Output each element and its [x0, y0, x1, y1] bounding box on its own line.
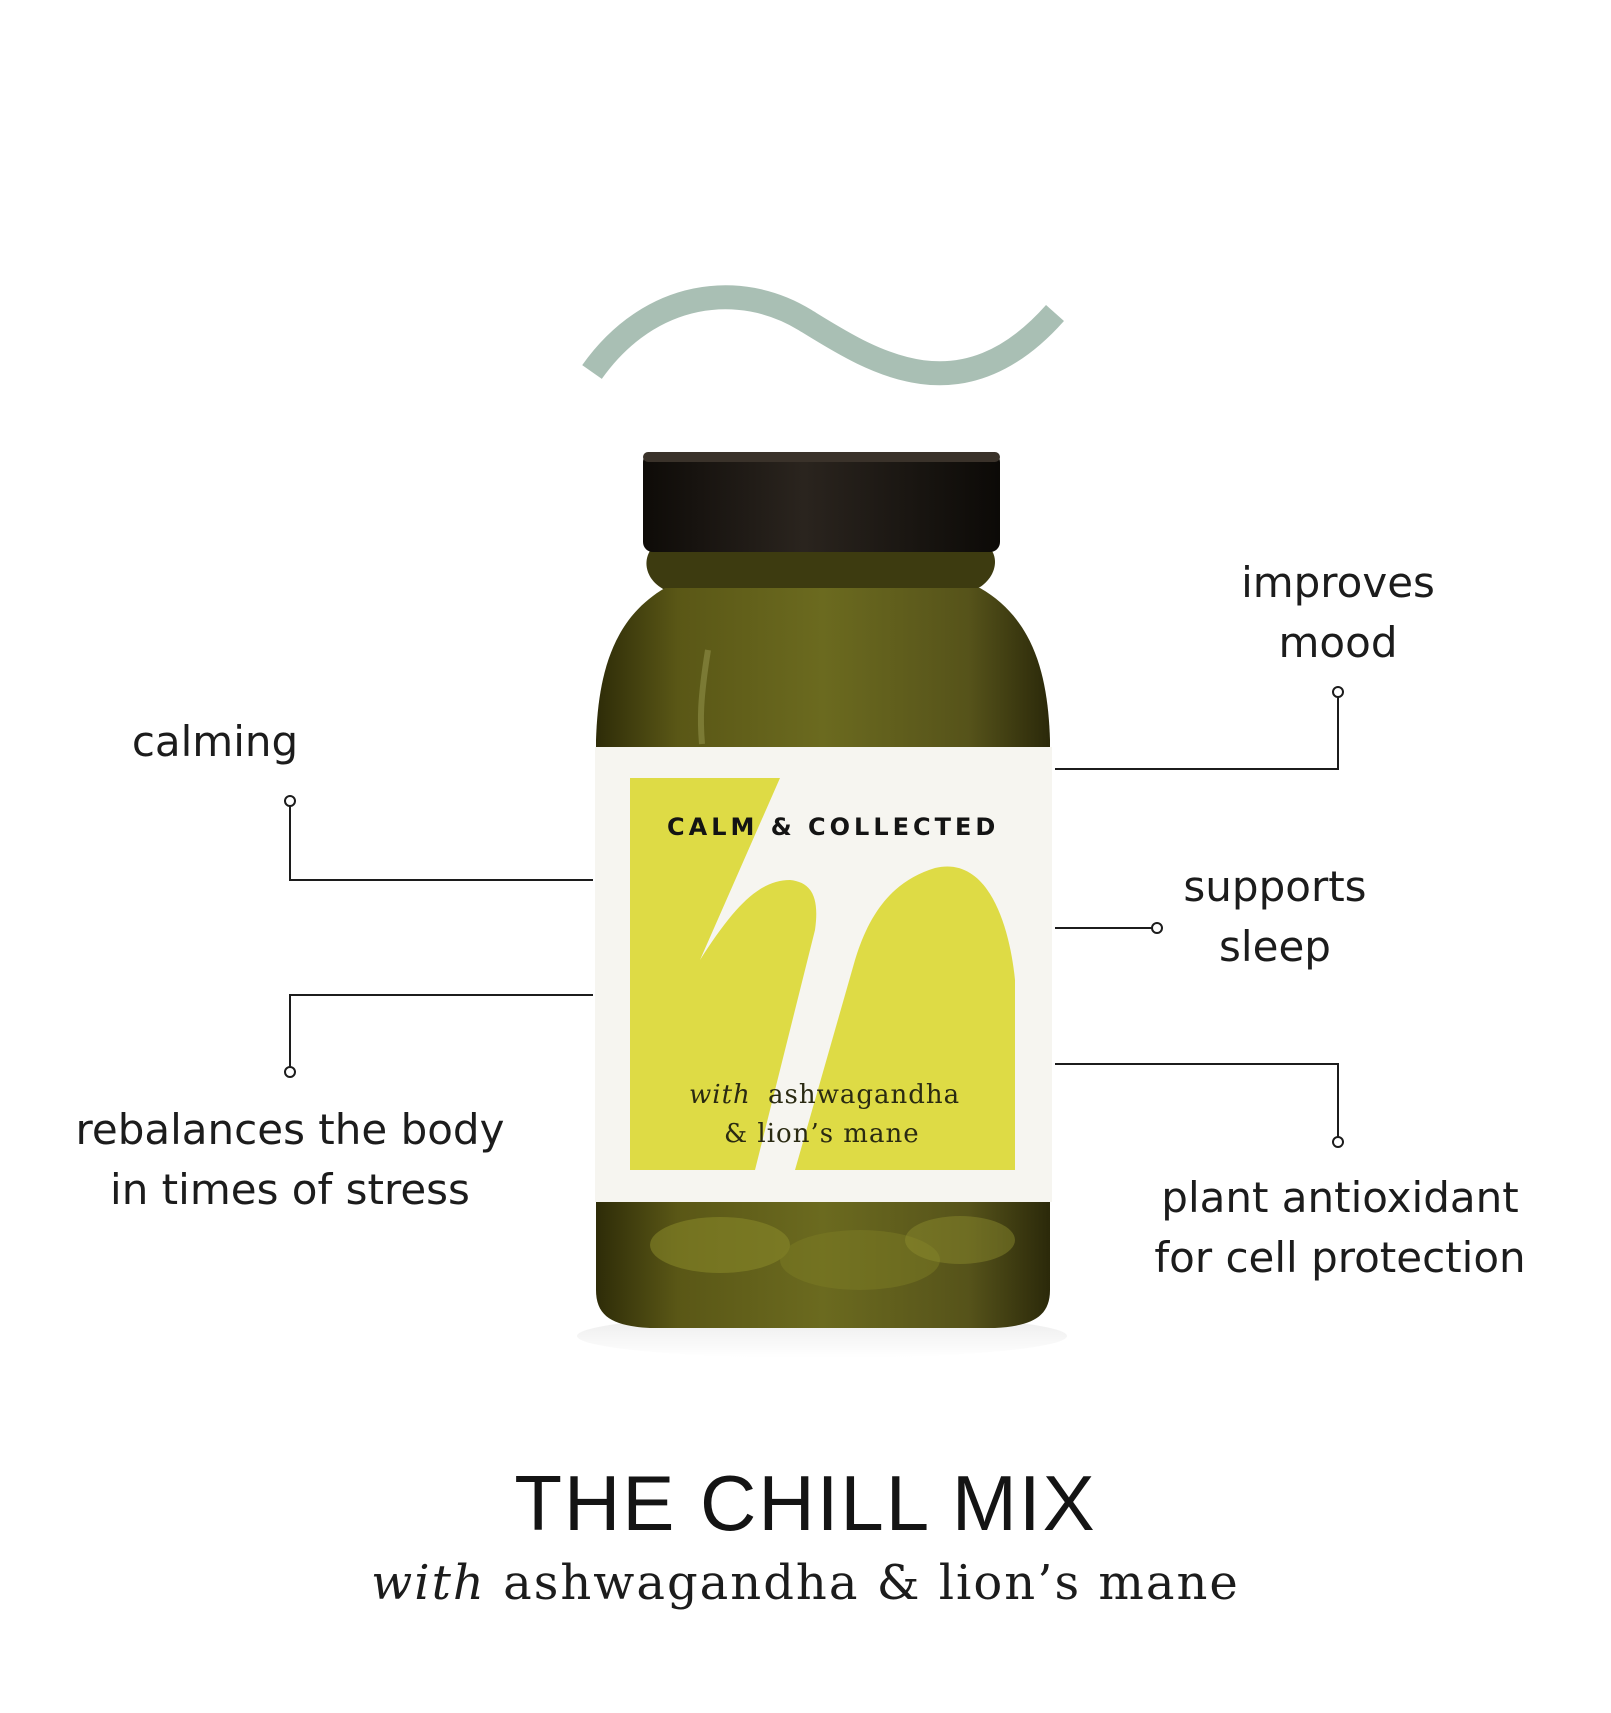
callout-rebalances: rebalances the body in times of stress — [75, 1105, 505, 1214]
product-subtitle-with: with — [371, 1555, 486, 1611]
leader-line-calming — [289, 806, 593, 881]
product-subtitle-ingredients: ashwagandha & lion’s mane — [503, 1555, 1240, 1611]
label-brand: CALM & COLLECTED — [667, 813, 999, 841]
callout-antioxidant: plant antioxidant for cell protection — [1154, 1173, 1526, 1282]
label-ingredients-line-2: & lion’s mane — [724, 1119, 920, 1149]
label-ingredients-line-1: with ashwagandha — [689, 1080, 960, 1110]
callout-improves-mood: improves mood — [1241, 558, 1435, 667]
leader-line-improves-mood — [1055, 697, 1339, 770]
product-title: THE CHILL MIX — [514, 1459, 1097, 1547]
leader-line-antioxidant — [1055, 1063, 1339, 1137]
callout-calming: calming — [131, 717, 299, 766]
callout-supports-sleep: supports sleep — [1183, 862, 1367, 971]
leader-line-rebalances — [289, 994, 593, 1067]
letter-h-mark-icon — [630, 778, 1015, 1170]
bottle-cap — [643, 452, 1000, 552]
product-subtitle: with ashwagandha & lion’s mane — [0, 1555, 1611, 1611]
